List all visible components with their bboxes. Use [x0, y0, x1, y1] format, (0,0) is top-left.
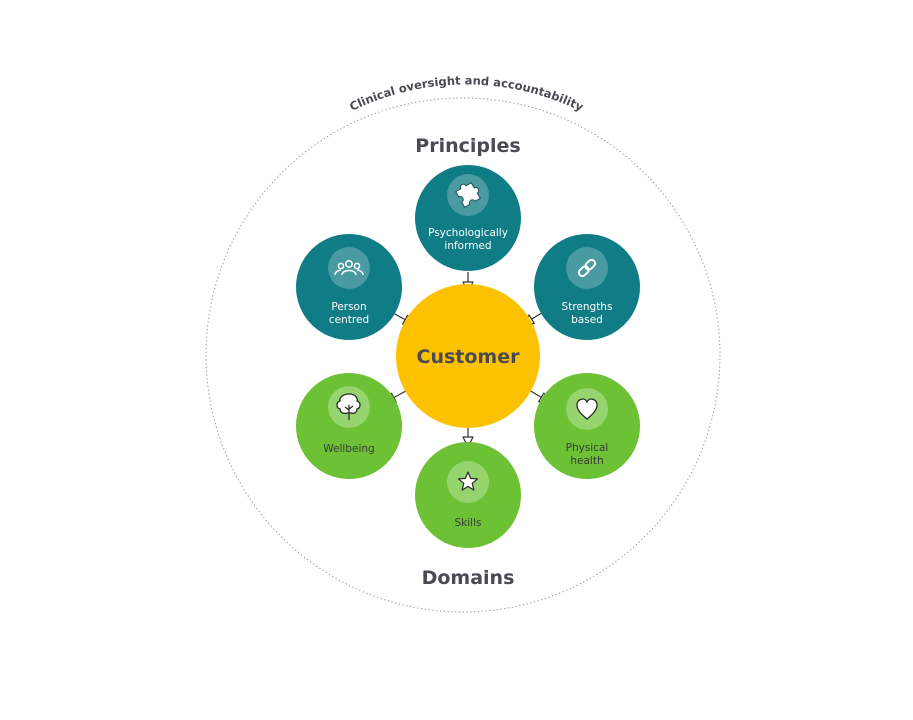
customer-node: Customer	[396, 284, 540, 428]
oversight-boundary	[205, 97, 721, 613]
people-icon	[334, 260, 364, 276]
tree-icon	[336, 393, 361, 420]
principle-label-line2: based	[571, 314, 603, 326]
link-icon	[577, 258, 597, 278]
principle-label-line1: Strengths	[562, 301, 613, 313]
domain-wellbeing: Wellbeing	[296, 373, 402, 479]
domain-skills: Skills	[415, 442, 521, 548]
icon-badge	[328, 247, 370, 289]
principle-label-line1: Psychologically	[428, 227, 508, 239]
domain-label-line1: Physical	[566, 442, 609, 454]
domain-label-line2: health	[570, 455, 603, 467]
principle-label-line2: centred	[329, 314, 369, 326]
customer-label: Customer	[417, 346, 521, 368]
principle-strengths-based: Strengths based	[534, 234, 640, 340]
domain-physical-health: Physical health	[534, 373, 640, 479]
star-icon	[457, 471, 479, 491]
domain-label-line1: Skills	[455, 517, 482, 529]
principles-heading: Principles	[415, 135, 520, 157]
principle-circle	[415, 165, 521, 271]
heart-icon	[576, 398, 598, 420]
domains-heading: Domains	[422, 567, 515, 589]
puzzle-icon	[455, 182, 481, 208]
principle-label-line2: informed	[444, 240, 491, 252]
principle-person-centred: Person centred	[296, 234, 402, 340]
customer-circle	[396, 284, 540, 428]
oversight-label: Clinical oversight and accountability	[347, 73, 586, 114]
principle-psychologically-informed: Psychologically informed	[415, 165, 521, 271]
domain-label-line1: Wellbeing	[323, 443, 374, 455]
principle-label-line1: Person	[331, 301, 366, 313]
